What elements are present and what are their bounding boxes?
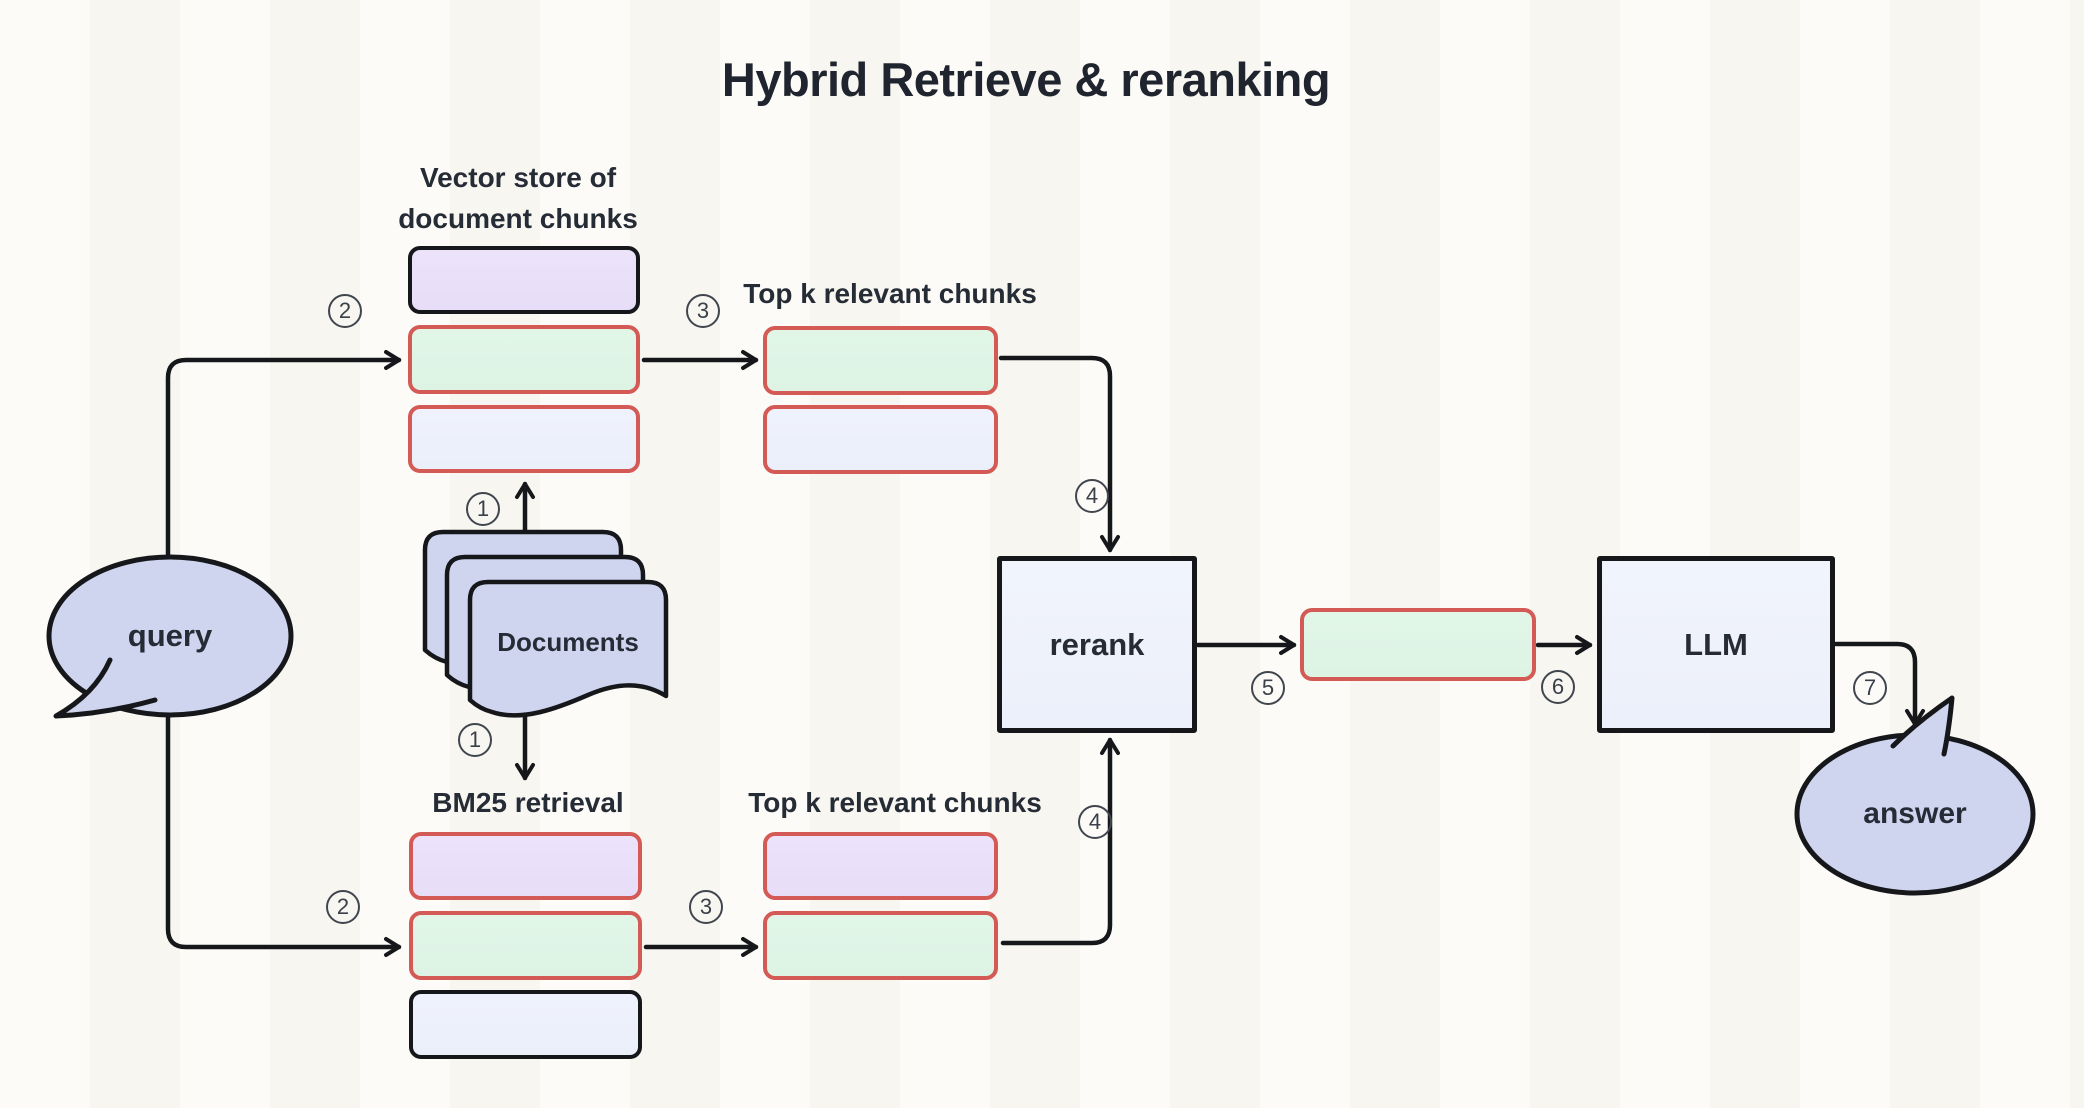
bm25-chunk-blue xyxy=(409,990,642,1059)
vector-store-chunk-purple xyxy=(408,246,640,314)
step-badge-4-bottom: 4 xyxy=(1078,805,1112,839)
step-badge-2-bottom: 2 xyxy=(326,890,360,924)
bm25-chunk-green xyxy=(409,911,642,980)
answer-bubble xyxy=(1794,695,2036,896)
documents-label: Documents xyxy=(497,627,639,657)
step-badge-3-top: 3 xyxy=(686,294,720,328)
llm-box: LLM xyxy=(1597,556,1835,733)
arrow-topk-bottom-to-rerank xyxy=(1000,737,1120,946)
arrow-topk-top-to-rerank xyxy=(998,355,1120,553)
answer-bubble-tail xyxy=(1890,695,1955,757)
step-badge-6: 6 xyxy=(1541,670,1575,704)
bm25-chunk-purple xyxy=(409,832,642,900)
step-badge-7: 7 xyxy=(1853,671,1887,705)
step-badge-2-top: 2 xyxy=(328,294,362,328)
diagram-title: Hybrid Retrieve & reranking xyxy=(721,53,1331,106)
query-bubble xyxy=(46,554,294,719)
step-badge-4-top: 4 xyxy=(1075,479,1109,513)
answer-label: answer xyxy=(1863,797,1967,830)
topk-bottom-chunk-purple xyxy=(763,832,998,900)
document-page-front xyxy=(467,579,669,718)
arrow-llm-to-answer xyxy=(1833,641,1925,727)
arrow-query-to-vector-store xyxy=(165,350,402,559)
vector-store-chunk-blue xyxy=(408,405,640,473)
topk-top-chunk-green xyxy=(763,326,998,395)
llm-label: LLM xyxy=(1684,626,1748,662)
step-badge-3-bottom: 3 xyxy=(689,890,723,924)
documents-stack xyxy=(422,529,669,718)
step-badge-1-down: 1 xyxy=(458,723,492,757)
arrow-query-to-bm25 xyxy=(165,713,402,957)
query-bubble-tail xyxy=(53,657,158,719)
topk-top-chunk-blue xyxy=(763,405,998,474)
rerank-label: rerank xyxy=(1049,626,1145,662)
topk-bottom-chunk-green xyxy=(763,911,998,980)
query-label: query xyxy=(127,618,213,653)
step-badge-5: 5 xyxy=(1251,671,1285,705)
reranked-chunk-green xyxy=(1300,608,1536,681)
top-k-chunks-label-top: Top k relevant chunks xyxy=(743,278,1037,309)
rerank-box: rerank xyxy=(997,556,1197,733)
top-k-chunks-label-bottom: Top k relevant chunks xyxy=(748,787,1042,818)
vector-store-chunk-green xyxy=(408,325,640,394)
vector-store-label: Vector store of document chunks xyxy=(398,162,638,234)
step-badge-1-up: 1 xyxy=(466,492,500,526)
bm25-retrieval-label: BM25 retrieval xyxy=(432,787,624,818)
